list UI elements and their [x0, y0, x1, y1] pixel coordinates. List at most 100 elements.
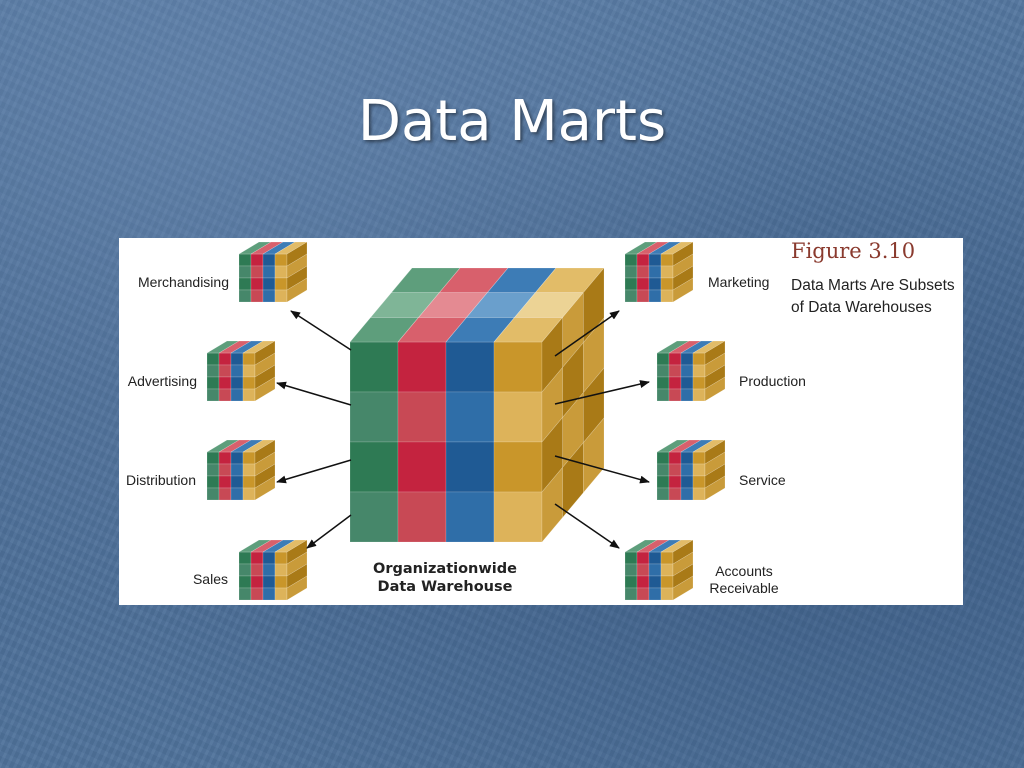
mart-front-cell: [274, 289, 288, 303]
mart-front-cell: [660, 277, 674, 291]
mart-front-cell: [660, 253, 674, 267]
mart-front-cell: [230, 475, 244, 489]
arrow-to-advertising: [276, 381, 352, 406]
mart-front-cell: [206, 364, 220, 378]
mart-front-cell: [262, 277, 276, 291]
mart-front-cell: [250, 563, 264, 577]
mart-front-cell: [274, 277, 288, 291]
mart-front-cell: [668, 451, 682, 465]
mart-front-cell: [242, 376, 256, 390]
mart-front-cell: [656, 451, 670, 465]
mart-front-cell: [624, 253, 638, 267]
mart-front-cell: [206, 451, 220, 465]
arrow-to-merchandising: [290, 310, 352, 351]
mart-label-accounts: Accounts: [715, 563, 773, 579]
mart-label-distribution: Distribution: [126, 472, 196, 488]
warehouse-front-cell: [445, 391, 495, 443]
mart-front-cell: [262, 289, 276, 303]
mart-cube-marketing: [624, 241, 694, 303]
mart-side-cell: [286, 575, 308, 601]
mart-front-cell: [680, 388, 694, 402]
mart-front-cell: [648, 575, 662, 589]
mart-front-cell: [242, 451, 256, 465]
mart-front-cell: [692, 388, 706, 402]
mart-front-cell: [636, 289, 650, 303]
mart-front-cell: [648, 563, 662, 577]
mart-front-cell: [692, 376, 706, 390]
slide-title: Data Marts: [357, 89, 667, 154]
mart-front-cell: [238, 551, 252, 565]
mart-front-cell: [206, 352, 220, 366]
mart-front-cell: [242, 463, 256, 477]
mart-front-cell: [660, 575, 674, 589]
mart-front-cell: [262, 575, 276, 589]
mart-label-marketing: Marketing: [708, 274, 769, 290]
mart-cube-sales: [238, 539, 308, 601]
warehouse-cube: [349, 267, 605, 543]
mart-front-cell: [230, 364, 244, 378]
mart-front-cell: [238, 563, 252, 577]
mart-front-cell: [206, 487, 220, 501]
mart-front-cell: [218, 364, 232, 378]
mart-front-cell: [648, 551, 662, 565]
warehouse-front-cell: [445, 341, 495, 393]
mart-front-cell: [660, 551, 674, 565]
mart-front-cell: [692, 364, 706, 378]
warehouse-front-cell: [493, 391, 543, 443]
warehouse-label-line1: Organizationwide: [373, 561, 517, 577]
mart-front-cell: [668, 352, 682, 366]
mart-front-cell: [656, 352, 670, 366]
mart-front-cell: [680, 376, 694, 390]
arrows: [276, 310, 650, 549]
mart-front-cell: [636, 277, 650, 291]
mart-front-cell: [660, 563, 674, 577]
mart-front-cell: [624, 563, 638, 577]
mart-front-cell: [238, 587, 252, 601]
mart-cube-accounts-receivable: [624, 539, 694, 601]
mart-front-cell: [262, 563, 276, 577]
mart-front-cell: [218, 376, 232, 390]
warehouse-front-cell: [349, 341, 399, 393]
warehouse-front-cell: [397, 491, 447, 543]
mart-front-cell: [238, 575, 252, 589]
mart-front-cell: [238, 277, 252, 291]
mart-front-cell: [218, 451, 232, 465]
warehouse-front-cell: [397, 391, 447, 443]
mart-front-cell: [680, 475, 694, 489]
mart-front-cell: [656, 376, 670, 390]
mart-front-cell: [242, 364, 256, 378]
warehouse-front-cell: [397, 341, 447, 393]
mart-front-cell: [206, 376, 220, 390]
mart-front-cell: [250, 253, 264, 267]
warehouse-label-line2: Data Warehouse: [378, 579, 513, 595]
mart-cube-advertising: [206, 340, 276, 402]
mart-side-cell: [672, 277, 694, 303]
mart-front-cell: [680, 451, 694, 465]
mart-front-cell: [636, 265, 650, 279]
mart-front-cell: [636, 563, 650, 577]
mart-front-cell: [262, 587, 276, 601]
mart-front-cell: [274, 551, 288, 565]
mart-front-cell: [250, 551, 264, 565]
mart-side-cell: [254, 475, 276, 501]
mart-front-cell: [274, 587, 288, 601]
mart-side-cell: [672, 575, 694, 601]
arrow-to-service: [554, 455, 650, 484]
mart-front-cell: [242, 352, 256, 366]
arrow-to-production: [554, 380, 650, 405]
warehouse-front-cell: [445, 491, 495, 543]
mart-front-cell: [648, 289, 662, 303]
mart-front-cell: [636, 575, 650, 589]
mart-front-cell: [230, 388, 244, 402]
mart-front-cell: [242, 388, 256, 402]
mart-front-cell: [218, 352, 232, 366]
mart-front-cell: [636, 551, 650, 565]
mart-front-cell: [680, 487, 694, 501]
mart-front-cell: [680, 364, 694, 378]
mart-front-cell: [648, 265, 662, 279]
mart-front-cell: [230, 451, 244, 465]
mart-front-cell: [624, 277, 638, 291]
figure-caption-line1: Data Marts Are Subsets: [791, 277, 955, 294]
arrow-to-marketing: [554, 310, 620, 357]
warehouse-front-cell: [349, 391, 399, 443]
